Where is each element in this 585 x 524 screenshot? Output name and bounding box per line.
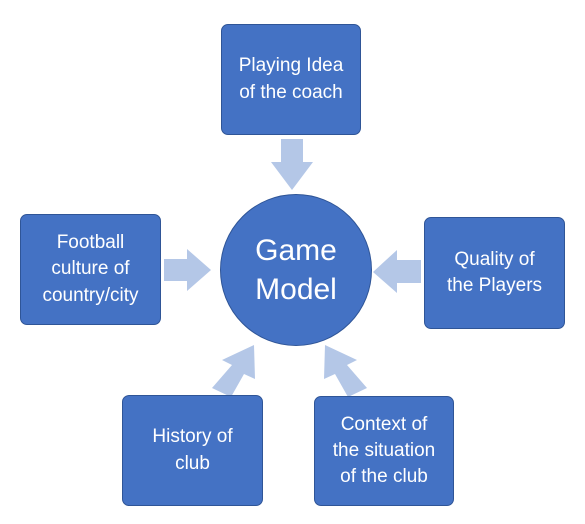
node-playing-idea: Playing Idea of the coach: [221, 24, 361, 135]
arrow-top-to-center: [271, 139, 313, 190]
node-football-culture: Football culture of country/city: [20, 214, 161, 325]
node-context-situation: Context of the situation of the club: [314, 396, 454, 506]
arrow-right-to-center: [373, 250, 421, 293]
node-context-situation-label: Context of the situation of the club: [332, 413, 436, 488]
arrow-bottom-right-to-center: [324, 345, 367, 397]
center-game-model-label: Game Model: [255, 234, 337, 306]
node-quality-players: Quality of the Players: [424, 217, 565, 329]
node-playing-idea-label: Playing Idea of the coach: [238, 55, 344, 103]
node-football-culture-label: Football culture of country/city: [42, 232, 139, 306]
node-quality-players-label: Quality of the Players: [446, 248, 543, 296]
center-game-model: Game Model: [220, 194, 372, 346]
arrow-bottom-left-to-center: [212, 345, 255, 397]
node-history-club: History of club: [122, 395, 263, 506]
node-history-club-label: History of club: [152, 426, 233, 474]
arrow-left-to-center: [164, 249, 211, 291]
